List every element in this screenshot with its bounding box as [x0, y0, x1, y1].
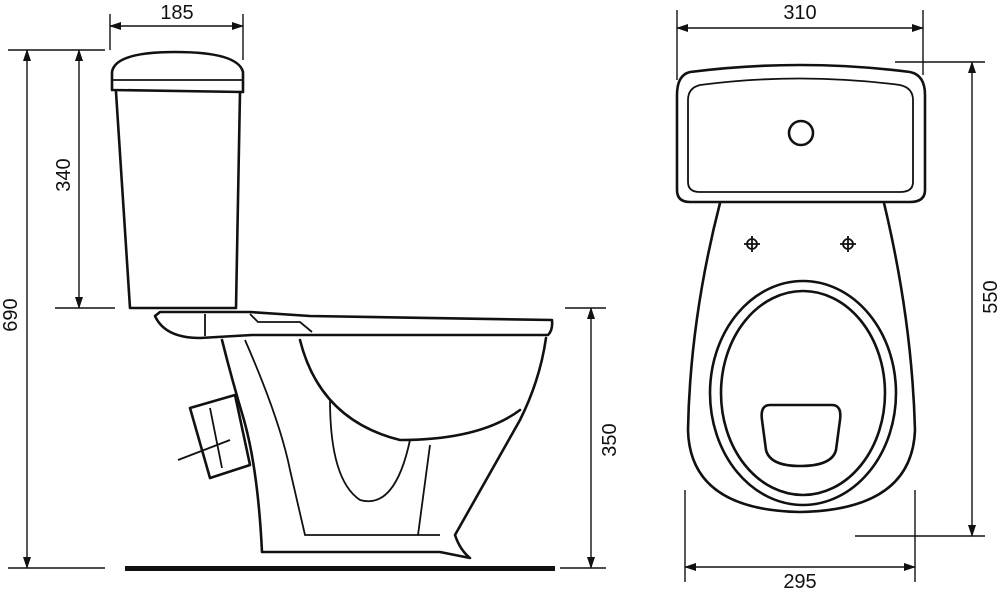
hinge-left-icon: [744, 236, 760, 252]
bowl-rim: [153, 310, 554, 340]
seat-outer: [708, 279, 898, 507]
bowl-outer: [220, 336, 548, 560]
hinge-right-icon: [840, 236, 856, 252]
label-tank-width: 185: [160, 2, 193, 24]
floor-line: [125, 566, 555, 571]
outlet: [188, 393, 252, 480]
label-depth: 550: [980, 280, 1000, 313]
water-area: [760, 403, 842, 468]
label-bowl-width: 295: [783, 571, 816, 593]
bowl-outline: [686, 201, 917, 514]
tank-lid: [110, 50, 245, 94]
flush-button: [787, 119, 815, 147]
label-total-height: 690: [0, 298, 22, 331]
tank-body: [114, 90, 242, 310]
dimension-lines: [8, 10, 985, 582]
label-seat-height: 350: [599, 423, 621, 456]
label-top-width: 310: [783, 2, 816, 24]
bowl-inner: [298, 338, 522, 442]
side-view: [110, 50, 555, 571]
label-tank-height: 340: [53, 158, 75, 191]
seat-inner: [719, 289, 887, 497]
top-view: [675, 63, 927, 514]
tank-top: [675, 63, 927, 204]
